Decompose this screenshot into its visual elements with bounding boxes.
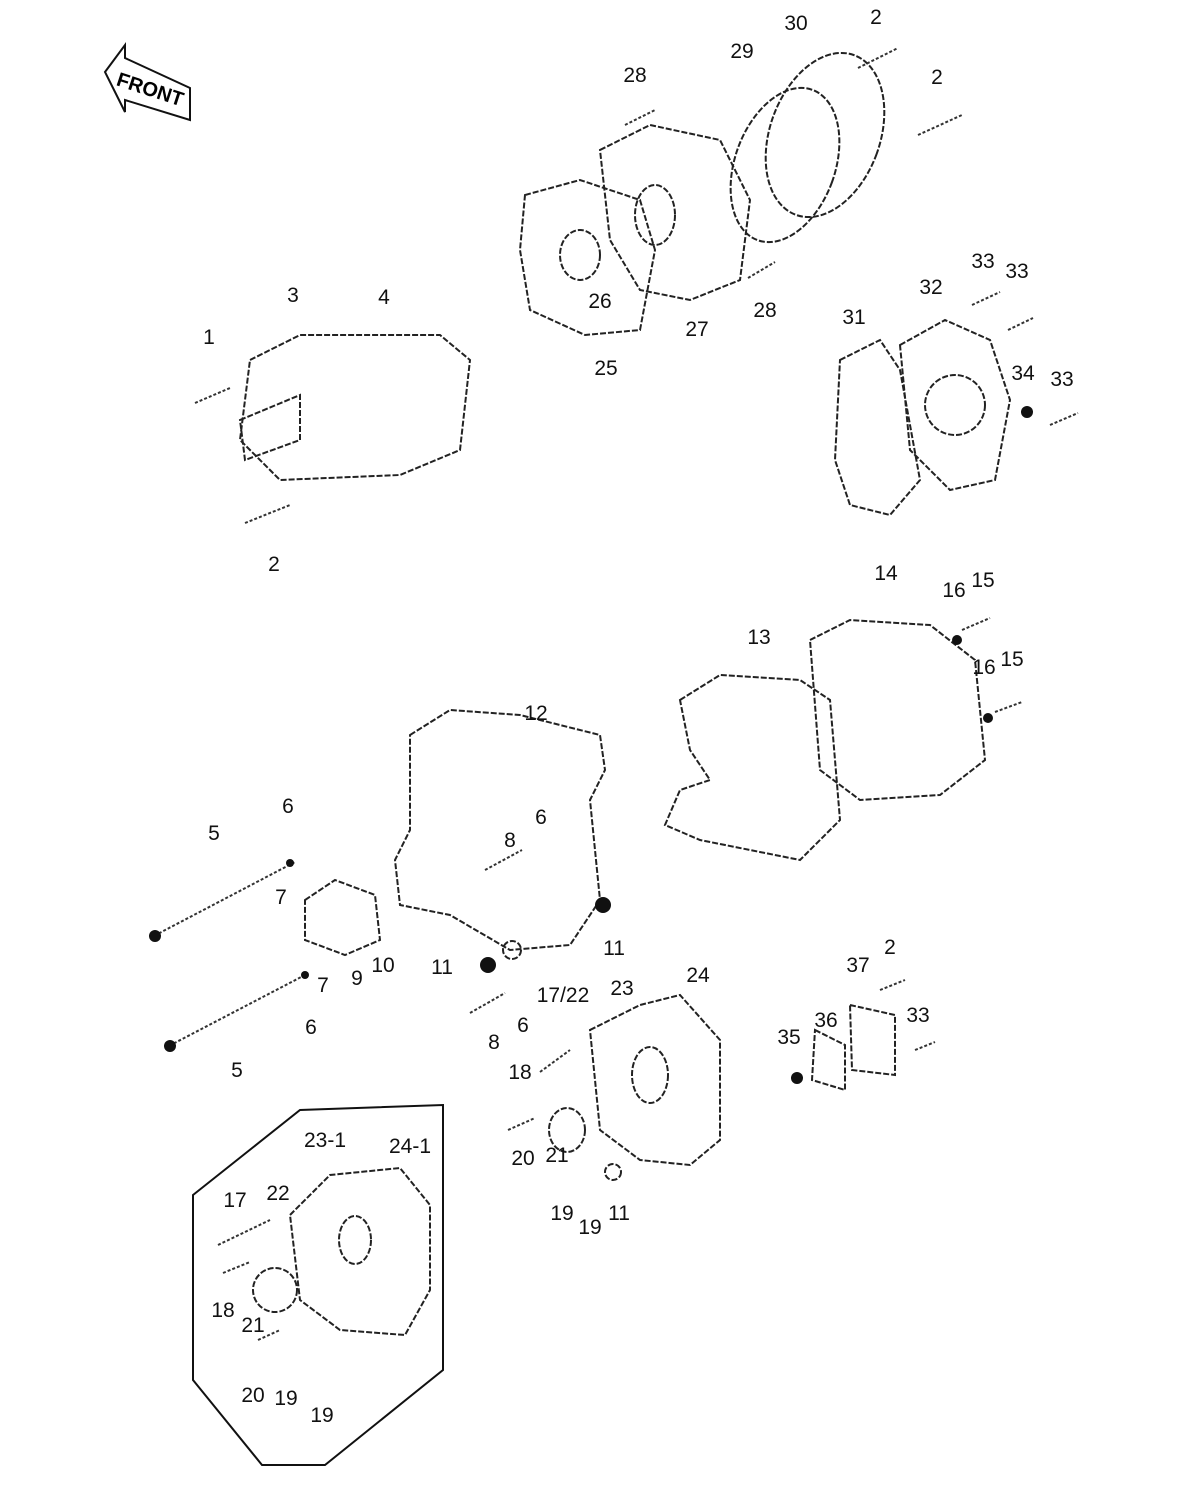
label-28: 28: [623, 64, 646, 87]
label-37: 37: [846, 954, 869, 977]
label-7: 7: [317, 974, 329, 997]
label-2: 2: [884, 936, 896, 959]
part-number-labels: 28 29 30 2 2 3 4 1 26 27 28 25 33 33 32 …: [203, 6, 1074, 1427]
label-11: 11: [603, 937, 625, 960]
label-30: 30: [784, 12, 807, 35]
label-26: 26: [588, 290, 611, 313]
label-19: 19: [550, 1202, 573, 1225]
label-5: 5: [231, 1059, 243, 1082]
label-18: 18: [211, 1299, 234, 1322]
label-16: 16: [972, 656, 995, 679]
label-4: 4: [378, 286, 390, 309]
label-18: 18: [508, 1061, 531, 1084]
label-33: 33: [1050, 368, 1073, 391]
label-20: 20: [241, 1384, 264, 1407]
label-27: 27: [685, 318, 708, 341]
label-21: 21: [545, 1144, 568, 1167]
label-28: 28: [753, 299, 776, 322]
label-36: 36: [814, 1009, 837, 1032]
label-33: 33: [971, 250, 994, 273]
label-16: 16: [942, 579, 965, 602]
label-14: 14: [874, 562, 898, 585]
label-2: 2: [931, 66, 943, 89]
front-direction-arrow: FRONT: [103, 41, 191, 122]
label-6: 6: [282, 795, 294, 818]
crankcase-group: [149, 708, 611, 1052]
inset-alternate-parts: [192, 1103, 444, 1466]
label-7: 7: [275, 886, 287, 909]
clutch-cover-group: [194, 334, 472, 524]
label-11: 11: [431, 956, 453, 979]
label-15: 15: [971, 569, 994, 592]
label-5: 5: [208, 822, 220, 845]
label-13: 13: [747, 626, 770, 649]
label-19: 19: [274, 1387, 297, 1410]
label-10: 10: [371, 954, 394, 977]
label-8: 8: [488, 1031, 500, 1054]
label-19: 19: [578, 1216, 601, 1239]
label-1: 1: [203, 326, 215, 349]
label-17-22: 17/22: [537, 984, 590, 1007]
label-33: 33: [1005, 260, 1028, 283]
oil-pump-cover-group: [507, 993, 721, 1181]
label-29: 29: [730, 40, 753, 63]
label-17: 17: [223, 1189, 246, 1212]
label-34: 34: [1011, 362, 1035, 385]
label-31: 31: [842, 306, 865, 329]
label-2: 2: [268, 553, 280, 576]
label-12: 12: [524, 702, 547, 725]
label-19: 19: [310, 1404, 333, 1427]
label-32: 32: [919, 276, 942, 299]
label-24: 24: [686, 964, 710, 987]
label-33: 33: [906, 1004, 929, 1027]
label-9: 9: [351, 967, 363, 990]
sprocket-cover-group: [833, 291, 1079, 517]
breather-cover-group: [791, 979, 936, 1092]
label-11: 11: [608, 1202, 630, 1225]
label-35: 35: [777, 1026, 800, 1049]
label-6: 6: [535, 806, 547, 829]
label-25: 25: [594, 357, 617, 380]
label-2: 2: [870, 6, 882, 29]
generator-cover-group: [518, 47, 963, 337]
label-20: 20: [511, 1147, 534, 1170]
label-22: 22: [266, 1182, 289, 1205]
label-15: 15: [1000, 648, 1023, 671]
label-23: 23: [610, 977, 633, 1000]
label-3: 3: [287, 284, 299, 307]
label-6: 6: [305, 1016, 317, 1039]
label-6: 6: [517, 1014, 529, 1037]
label-21: 21: [241, 1314, 264, 1337]
label-24-1: 24-1: [389, 1135, 431, 1158]
label-8: 8: [504, 829, 516, 852]
cylinder-head-group: [663, 617, 1023, 862]
label-23-1: 23-1: [304, 1129, 346, 1152]
